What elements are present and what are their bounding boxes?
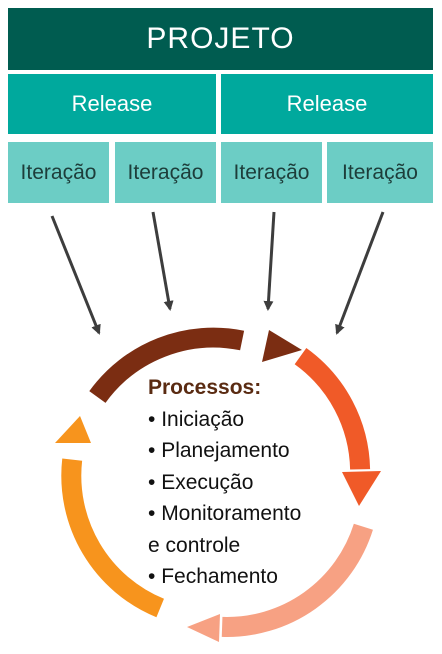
iteration-box-1: Iteração [8,142,109,203]
process-item-monitoring: Monitoramento [148,498,338,530]
process-item-planning: Planejamento [148,435,338,467]
process-item-execution: Execução [148,467,338,499]
cycle-arrow-top [89,327,302,403]
process-item-initiation: Iniciação [148,404,338,436]
iteration-box-4: Iteração [327,142,433,203]
connector-arrow-2 [151,211,174,311]
connector-arrow-4 [335,211,385,335]
iteration-label: Iteração [20,160,97,184]
iteration-box-2: Iteração [115,142,216,203]
release-label: Release [286,91,368,116]
project-label: PROJETO [146,22,295,55]
project-header: PROJETO [8,8,433,70]
iteration-label: Iteração [127,160,204,184]
connector-arrow-1 [50,215,101,335]
process-item-monitoring-cont: e controle [148,533,241,557]
process-list: Processos: Iniciação Planejamento Execuç… [148,372,338,593]
iteration-box-3: Iteração [221,142,322,203]
cycle-arrow-bottom [187,523,373,642]
release-label: Release [71,91,153,116]
release-box-2: Release [221,74,433,134]
iteration-label: Iteração [342,160,418,184]
iteration-label: Iteração [233,160,310,184]
release-box-1: Release [8,74,216,134]
process-item-closing: Fechamento [148,561,338,593]
connector-arrow-3 [263,211,276,311]
cycle-arrow-right [294,347,381,506]
cycle-arrow-left [55,416,165,618]
process-title: Processos: [148,376,262,399]
